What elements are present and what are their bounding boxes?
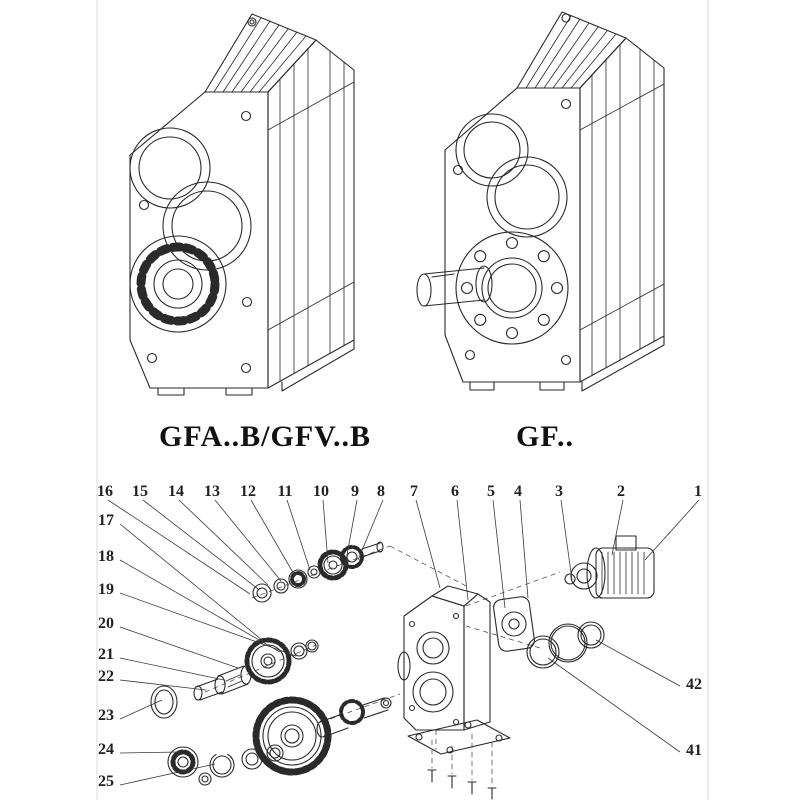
callout-8: 8 [377, 483, 385, 500]
caption-gfab-gfvb: GFA..B/GFV..B [159, 420, 371, 453]
callout-41: 41 [686, 742, 702, 759]
side-ribs [267, 48, 355, 382]
motor-fins [601, 551, 645, 595]
exploded-motor [564, 535, 655, 599]
page-edge-lines [96, 0, 709, 800]
callout-7: 7 [410, 483, 418, 500]
bolt-guides [431, 733, 493, 787]
exploded-input-parts [252, 541, 384, 603]
callout-4: 4 [514, 483, 522, 500]
callout-42: 42 [686, 676, 702, 693]
leader-lines [107, 499, 700, 786]
callout-17: 17 [98, 512, 114, 529]
callout-21: 21 [98, 646, 114, 663]
callout-20: 20 [98, 615, 114, 632]
callout-6: 6 [451, 483, 459, 500]
output-shaft [416, 265, 493, 307]
drawing-gf [416, 11, 665, 392]
callout-24: 24 [98, 741, 114, 758]
callout-25: 25 [98, 773, 114, 790]
flange-bolts [460, 236, 564, 340]
exploded-base-parts [407, 719, 511, 800]
drawing-gfab-gfvb [129, 13, 355, 396]
exploded-intermediate-parts [150, 637, 319, 719]
callout-19: 19 [98, 581, 114, 598]
side-ribs [579, 44, 665, 376]
bolts [427, 769, 497, 800]
callout-13: 13 [204, 483, 220, 500]
callout-5: 5 [487, 483, 495, 500]
top-fins [213, 17, 307, 93]
callout-23: 23 [98, 707, 114, 724]
callout-9: 9 [351, 483, 359, 500]
top-fins [525, 15, 617, 89]
exploded-housing [397, 585, 491, 731]
callout-18: 18 [98, 548, 114, 565]
exploded-cover-and-rings [493, 596, 605, 669]
callout-16: 16 [97, 483, 113, 500]
callout-3: 3 [555, 483, 563, 500]
callout-11: 11 [277, 483, 293, 500]
callout-10: 10 [313, 483, 329, 500]
callout-15: 15 [132, 483, 148, 500]
caption-gf: GF.. [516, 420, 574, 453]
callout-14: 14 [168, 483, 184, 500]
callout-12: 12 [240, 483, 256, 500]
callout-2: 2 [617, 483, 625, 500]
callout-22: 22 [98, 668, 114, 685]
callout-1: 1 [694, 483, 702, 500]
exploded-output-parts [167, 696, 392, 786]
